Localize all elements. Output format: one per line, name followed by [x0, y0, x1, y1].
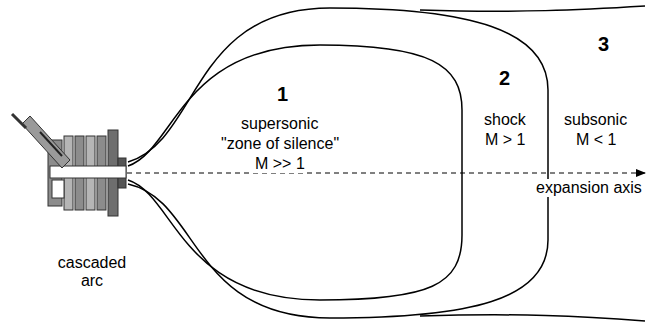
- expansion-axis-line: [127, 173, 645, 174]
- region-text: subsonic: [562, 111, 629, 129]
- device-label: cascaded arc: [55, 254, 129, 291]
- region-text: M > 1: [483, 131, 527, 149]
- region-number: 2: [497, 67, 512, 90]
- jet-flank: [420, 315, 645, 321]
- shock-boundary: [128, 8, 548, 318]
- region-text: supersonic: [239, 115, 320, 133]
- region-number: 3: [596, 33, 611, 56]
- region-text: "zone of silence": [219, 135, 341, 153]
- zone-of-silence-boundary: [128, 45, 462, 300]
- cascaded-arc-symbol: [12, 114, 126, 216]
- jet-flank: [420, 6, 645, 11]
- region-number: 1: [275, 83, 290, 106]
- region-text: M >> 1: [253, 155, 307, 173]
- axis-label: expansion axis: [534, 179, 644, 197]
- region-text: M < 1: [574, 131, 618, 149]
- region-text: shock: [482, 111, 528, 129]
